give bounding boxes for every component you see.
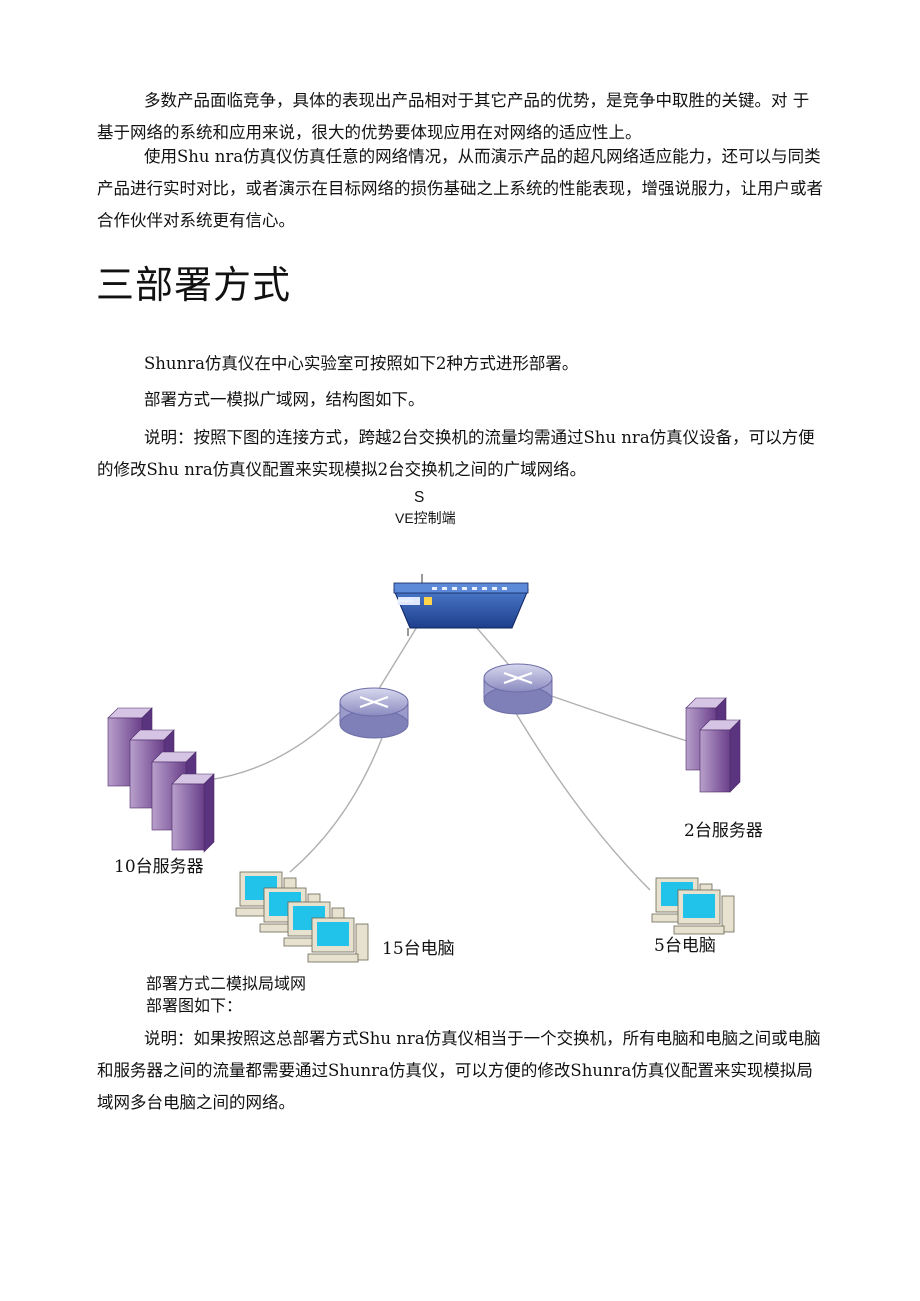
section-heading: 三部署方式 [96,263,292,307]
left-servers-label: 10台服务器 [114,857,204,877]
mode1-description-paragraph: 说明：按照下图的连接方式，跨越2台交换机的流量均需通过Shu nra仿真仪设备，… [97,428,815,479]
shunra-device-icon: SHUNRA [393,574,529,636]
left-pcs-icon [235,871,369,963]
left-servers-icon [107,707,215,853]
right-servers-icon [685,697,741,793]
device-brand-text: SHUNRA [396,598,413,603]
right-router-icon [483,663,553,715]
diagram-top-label-s: S [414,489,425,506]
intro-paragraph-1: 多数产品面临竞争，具体的表现出产品相对于其它产品的优势，是竞争中取胜的关键。对 … [97,91,810,142]
mode1-paragraph: 部署方式一模拟广域网，结构图如下。 [144,390,425,409]
deploy-intro-paragraph: Shunra仿真仪在中心实验室可按照如下2种方式进形部署。 [144,354,579,373]
right-pcs-label: 5台电脑 [654,936,716,956]
right-pcs-icon [651,877,735,935]
mode2-subheading: 部署图如下： [146,996,243,1015]
mode2-heading: 部署方式二模拟局域网 [146,974,307,993]
mode2-description-paragraph: 说明：如果按照这总部署方式Shu nra仿真仪相当于一个交换机，所有电脑和电脑之… [97,1029,821,1112]
left-pcs-label: 15台电脑 [382,939,455,959]
right-servers-label: 2台服务器 [684,821,763,841]
left-router-icon [339,687,409,739]
connection-lines [207,619,691,891]
intro-paragraph-2: 使用Shu nra仿真仪仿真任意的网络情况，从而演示产品的超凡网络适应能力，还可… [97,147,823,230]
diagram-top-label-ve: VE控制端 [395,510,456,526]
